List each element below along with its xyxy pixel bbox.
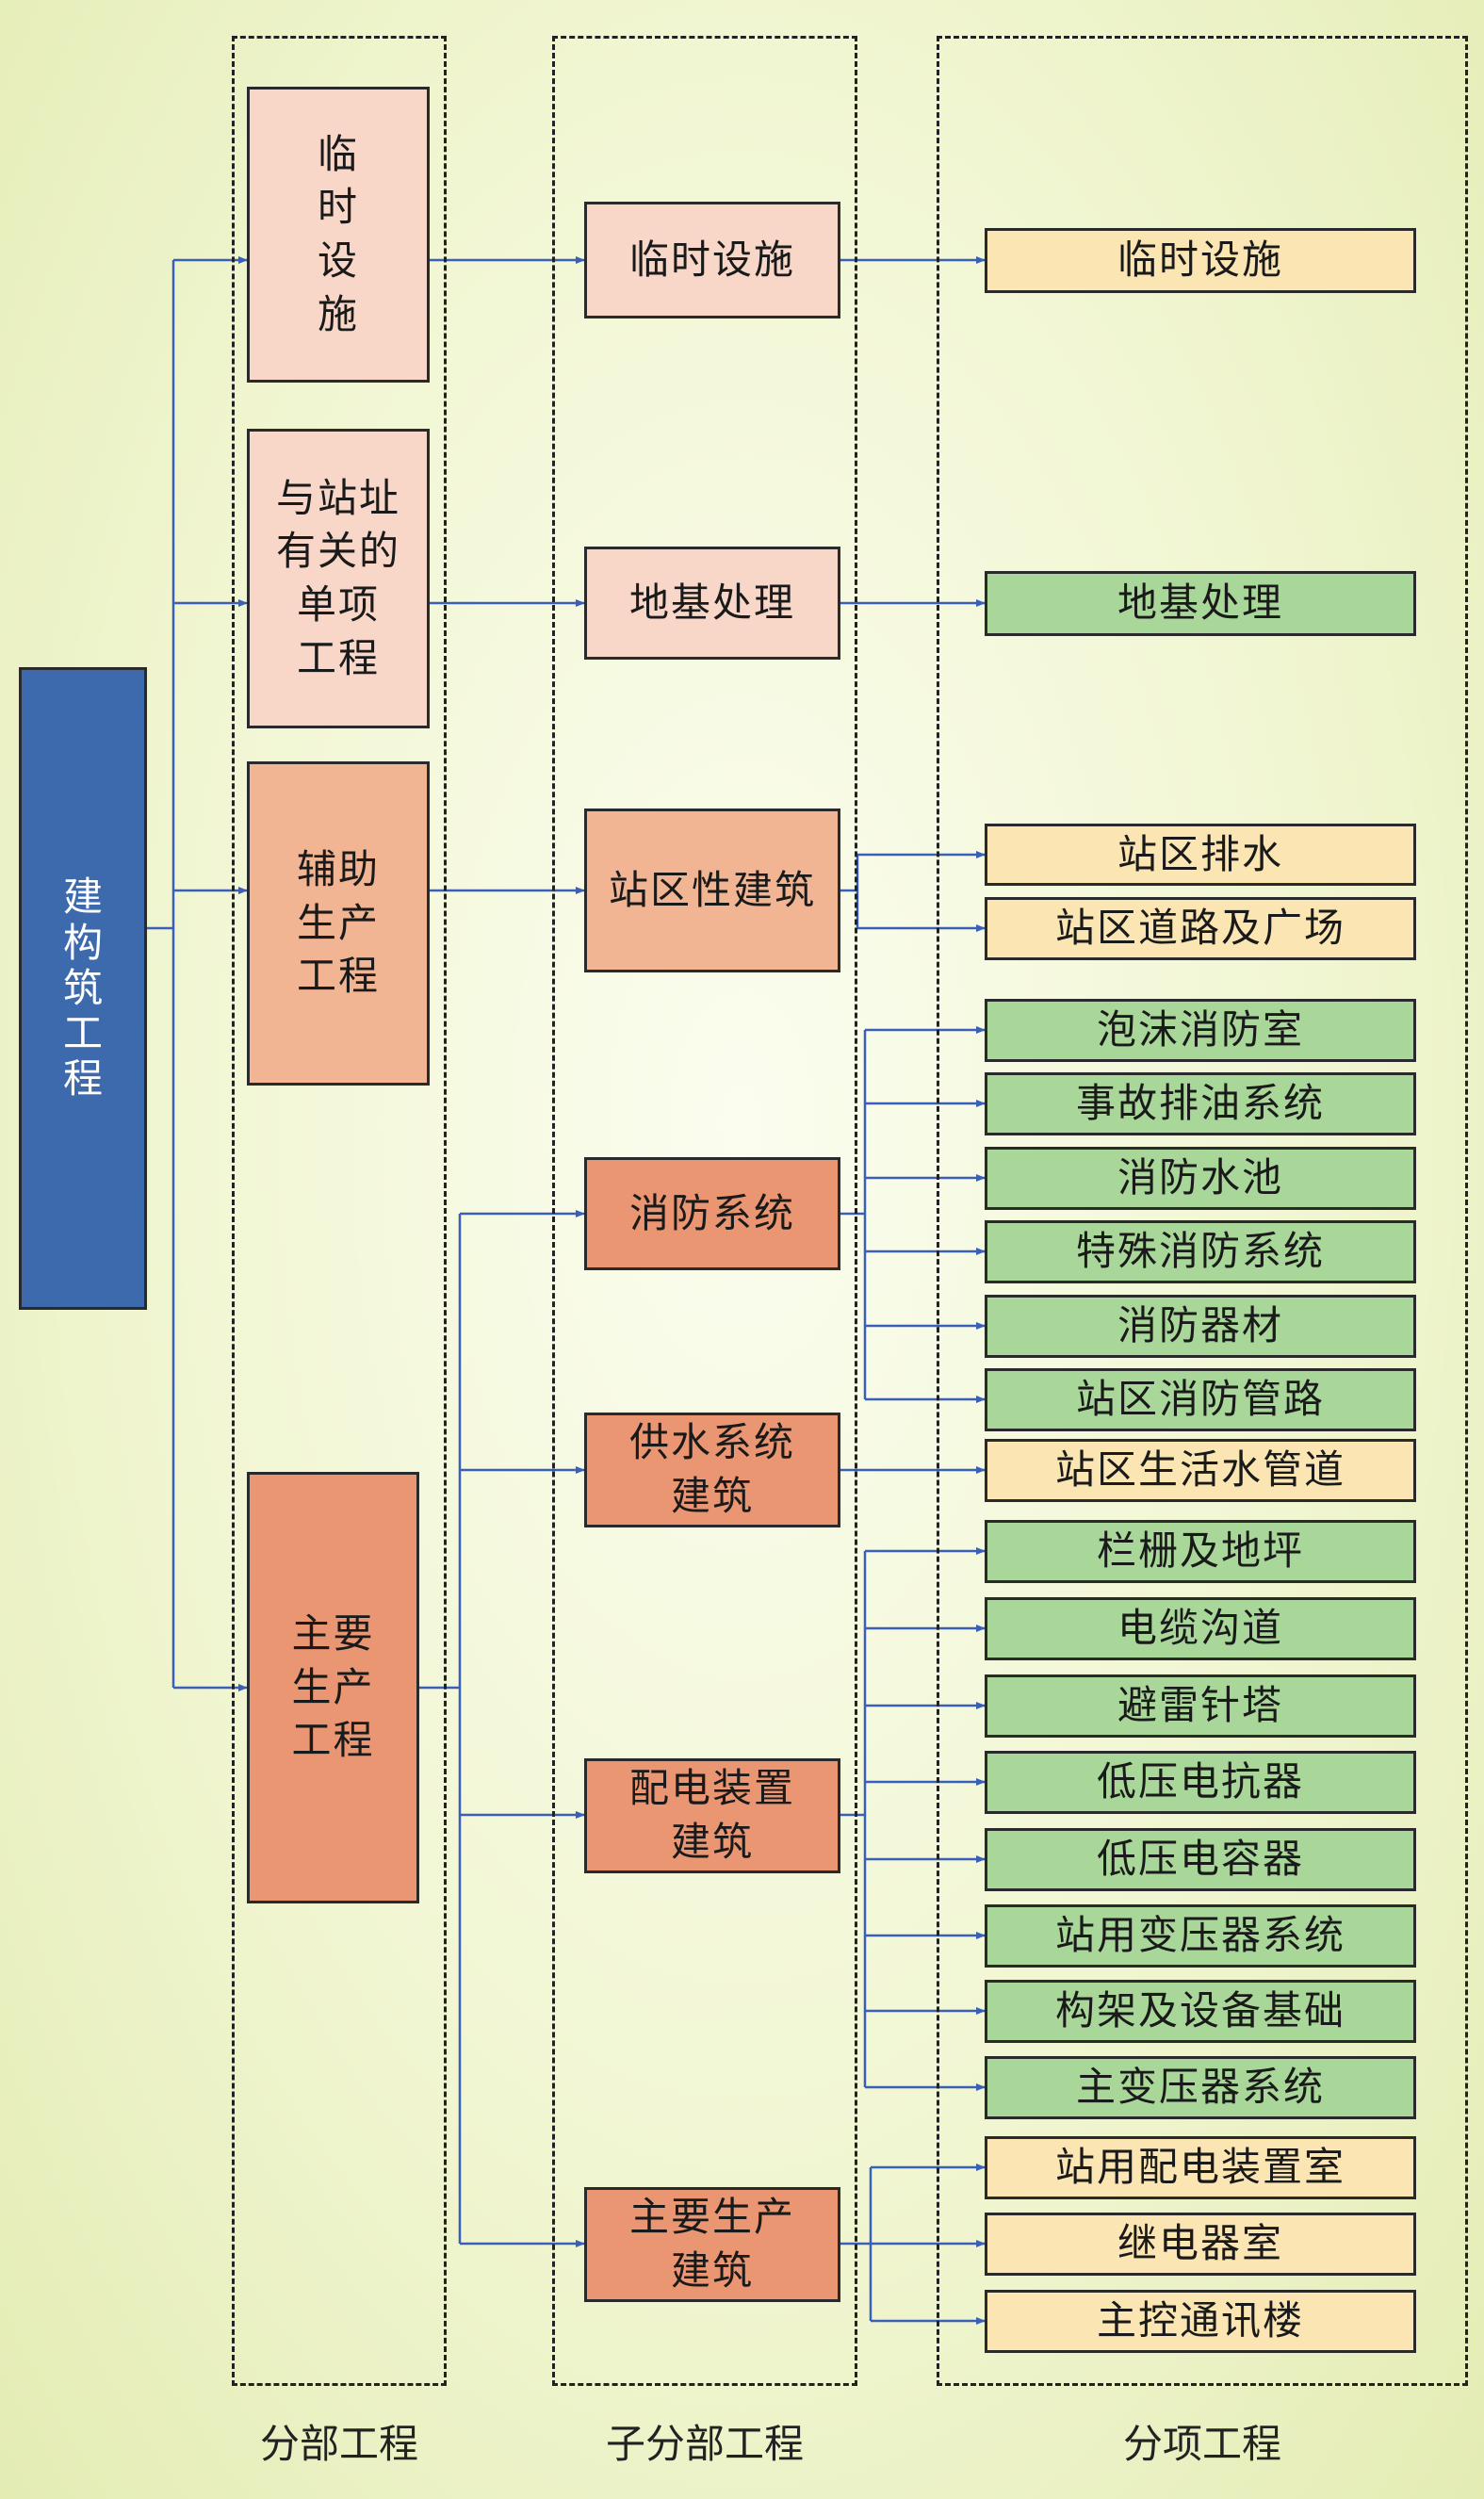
item-site-roads-square: 站区道路及广场	[985, 897, 1416, 960]
item-lv-reactor: 低压电抗器	[985, 1751, 1416, 1814]
subdivision-column-frame	[552, 36, 857, 2386]
item-lightning-tower: 避雷针塔	[985, 1674, 1416, 1738]
item-column-frame	[937, 36, 1468, 2386]
item-station-switchgear-room: 站用配电装置室	[985, 2136, 1416, 2199]
item-foundation-treatment: 地基处理	[985, 571, 1416, 636]
item-temporary-facilities: 临时设施	[985, 228, 1416, 293]
item-foam-fire-room: 泡沫消防室	[985, 999, 1416, 1062]
item-site-fire-piping: 站区消防管路	[985, 1368, 1416, 1431]
item-special-fire-system: 特殊消防系统	[985, 1220, 1416, 1283]
item-fence-and-ground: 栏栅及地坪	[985, 1520, 1416, 1583]
subdivision-foundation-treatment: 地基处理	[584, 547, 840, 660]
subdivision-water-supply: 供水系统 建筑	[584, 1413, 840, 1527]
item-cable-trench: 电缆沟道	[985, 1597, 1416, 1660]
item-site-domestic-water-pipe: 站区生活水管道	[985, 1439, 1416, 1502]
item-fire-equipment: 消防器材	[985, 1295, 1416, 1358]
item-main-control-building: 主控通讯楼	[985, 2290, 1416, 2353]
item-relay-room: 继电器室	[985, 2213, 1416, 2276]
column-label-subdivisions: 子分部工程	[605, 2421, 805, 2467]
item-main-transformer-system: 主变压器系统	[985, 2056, 1416, 2119]
division-temporary-facilities: 临 时 设 施	[247, 87, 430, 383]
subdivision-switchgear-buildings: 配电装置 建筑	[584, 1758, 840, 1873]
subdivision-temporary-facilities: 临时设施	[584, 202, 840, 318]
subdivision-main-production-buildings: 主要生产 建筑	[584, 2187, 840, 2302]
item-emergency-oil-drain: 事故排油系统	[985, 1072, 1416, 1135]
division-main-production: 主要 生产 工程	[247, 1472, 419, 1903]
division-site-related-works: 与站址 有关的 单项 工程	[247, 429, 430, 728]
item-fire-water-pool: 消防水池	[985, 1147, 1416, 1210]
division-column-frame	[232, 36, 447, 2386]
item-station-transformer-system: 站用变压器系统	[985, 1904, 1416, 1968]
root-node: 建 构 筑 工 程	[19, 667, 147, 1310]
division-auxiliary-production: 辅助 生产 工程	[247, 761, 430, 1086]
column-label-items: 分项工程	[1122, 2421, 1282, 2467]
item-lv-capacitor: 低压电容器	[985, 1828, 1416, 1891]
item-structure-equipment-foundation: 构架及设备基础	[985, 1980, 1416, 2043]
subdivision-fire-protection: 消防系统	[584, 1157, 840, 1270]
column-label-divisions: 分部工程	[259, 2421, 419, 2467]
item-site-drainage: 站区排水	[985, 824, 1416, 886]
subdivision-site-buildings: 站区性建筑	[584, 808, 840, 972]
